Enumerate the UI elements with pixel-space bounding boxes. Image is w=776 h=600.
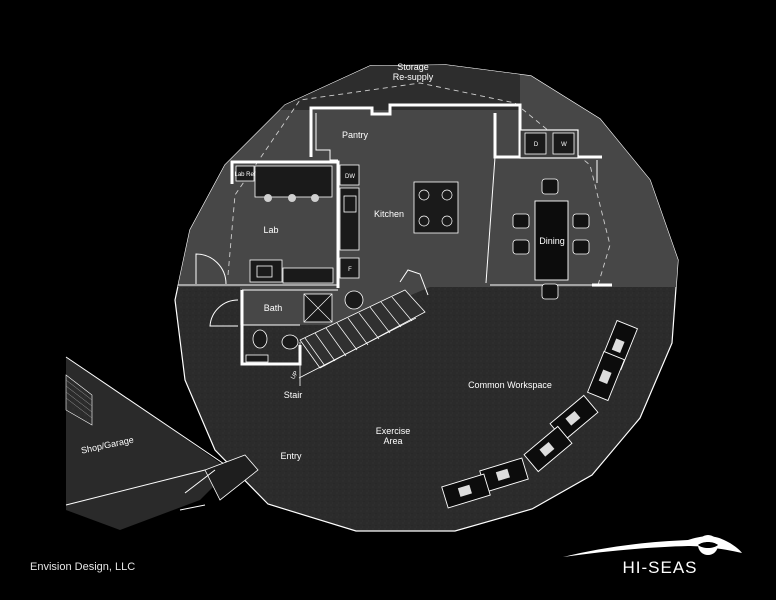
fridge <box>339 257 360 279</box>
dryer <box>524 132 547 155</box>
burner-icon <box>418 189 430 201</box>
lab-sink-counter <box>249 259 283 283</box>
burner-icon <box>441 215 453 227</box>
kitchen-counter <box>339 187 360 251</box>
storage-zone <box>260 65 520 110</box>
pantry-wall <box>315 113 338 161</box>
label-dining: Dining <box>539 236 565 246</box>
label-lab: Lab <box>263 225 278 235</box>
label-lab-ref: Lab Ref <box>234 172 255 178</box>
lab-stool <box>264 194 272 202</box>
kitchen-east-wall <box>485 156 496 284</box>
footer-credit: Envision Design, LLC <box>30 561 136 573</box>
stair <box>298 269 429 386</box>
door-swing-icon <box>209 299 239 327</box>
sink-icon <box>343 195 357 213</box>
lab-wall <box>230 160 340 288</box>
lab-stool <box>311 194 319 202</box>
label-stair-up: UP <box>290 370 299 380</box>
dishwasher <box>339 164 360 186</box>
washer <box>552 132 575 155</box>
kitchen-island <box>413 181 459 234</box>
label-pantry: Pantry <box>342 130 369 140</box>
workstation-desk-icon <box>441 319 639 509</box>
door-swing-icon <box>195 253 227 285</box>
dining-chair-icon <box>512 178 590 300</box>
label-resupply: Re-supply <box>393 72 434 82</box>
lab-ref <box>235 165 255 182</box>
label-kitchen: Kitchen <box>374 209 404 219</box>
label-entry: Entry <box>280 451 302 461</box>
lab-stool <box>288 194 296 202</box>
label-bath: Bath <box>264 303 283 313</box>
bath-counter <box>245 354 269 363</box>
dining-table <box>534 200 569 281</box>
sink-icon <box>256 265 273 278</box>
label-stair: Stair <box>284 390 303 400</box>
label-area: Area <box>383 436 402 446</box>
lab-bench <box>254 165 333 198</box>
label-common-workspace: Common Workspace <box>468 380 552 390</box>
lab-counter <box>282 267 334 284</box>
label-washer: W <box>561 142 567 148</box>
sink-icon <box>281 334 299 350</box>
trash-bin <box>344 290 364 310</box>
label-dryer: D <box>534 142 539 148</box>
logo-text: HI-SEAS <box>622 558 697 577</box>
kitchen-wall <box>309 103 522 159</box>
hi-seas-logo-icon: HI-SEAS <box>563 535 742 577</box>
label-storage: Storage <box>397 62 429 72</box>
label-exercise: Exercise <box>376 426 411 436</box>
burner-icon <box>418 215 430 227</box>
toilet-icon <box>252 329 268 349</box>
label-fridge: F <box>348 267 352 273</box>
burner-icon <box>441 189 453 201</box>
shop-garage-structure <box>65 356 259 530</box>
label-dishwasher: DW <box>345 174 355 180</box>
